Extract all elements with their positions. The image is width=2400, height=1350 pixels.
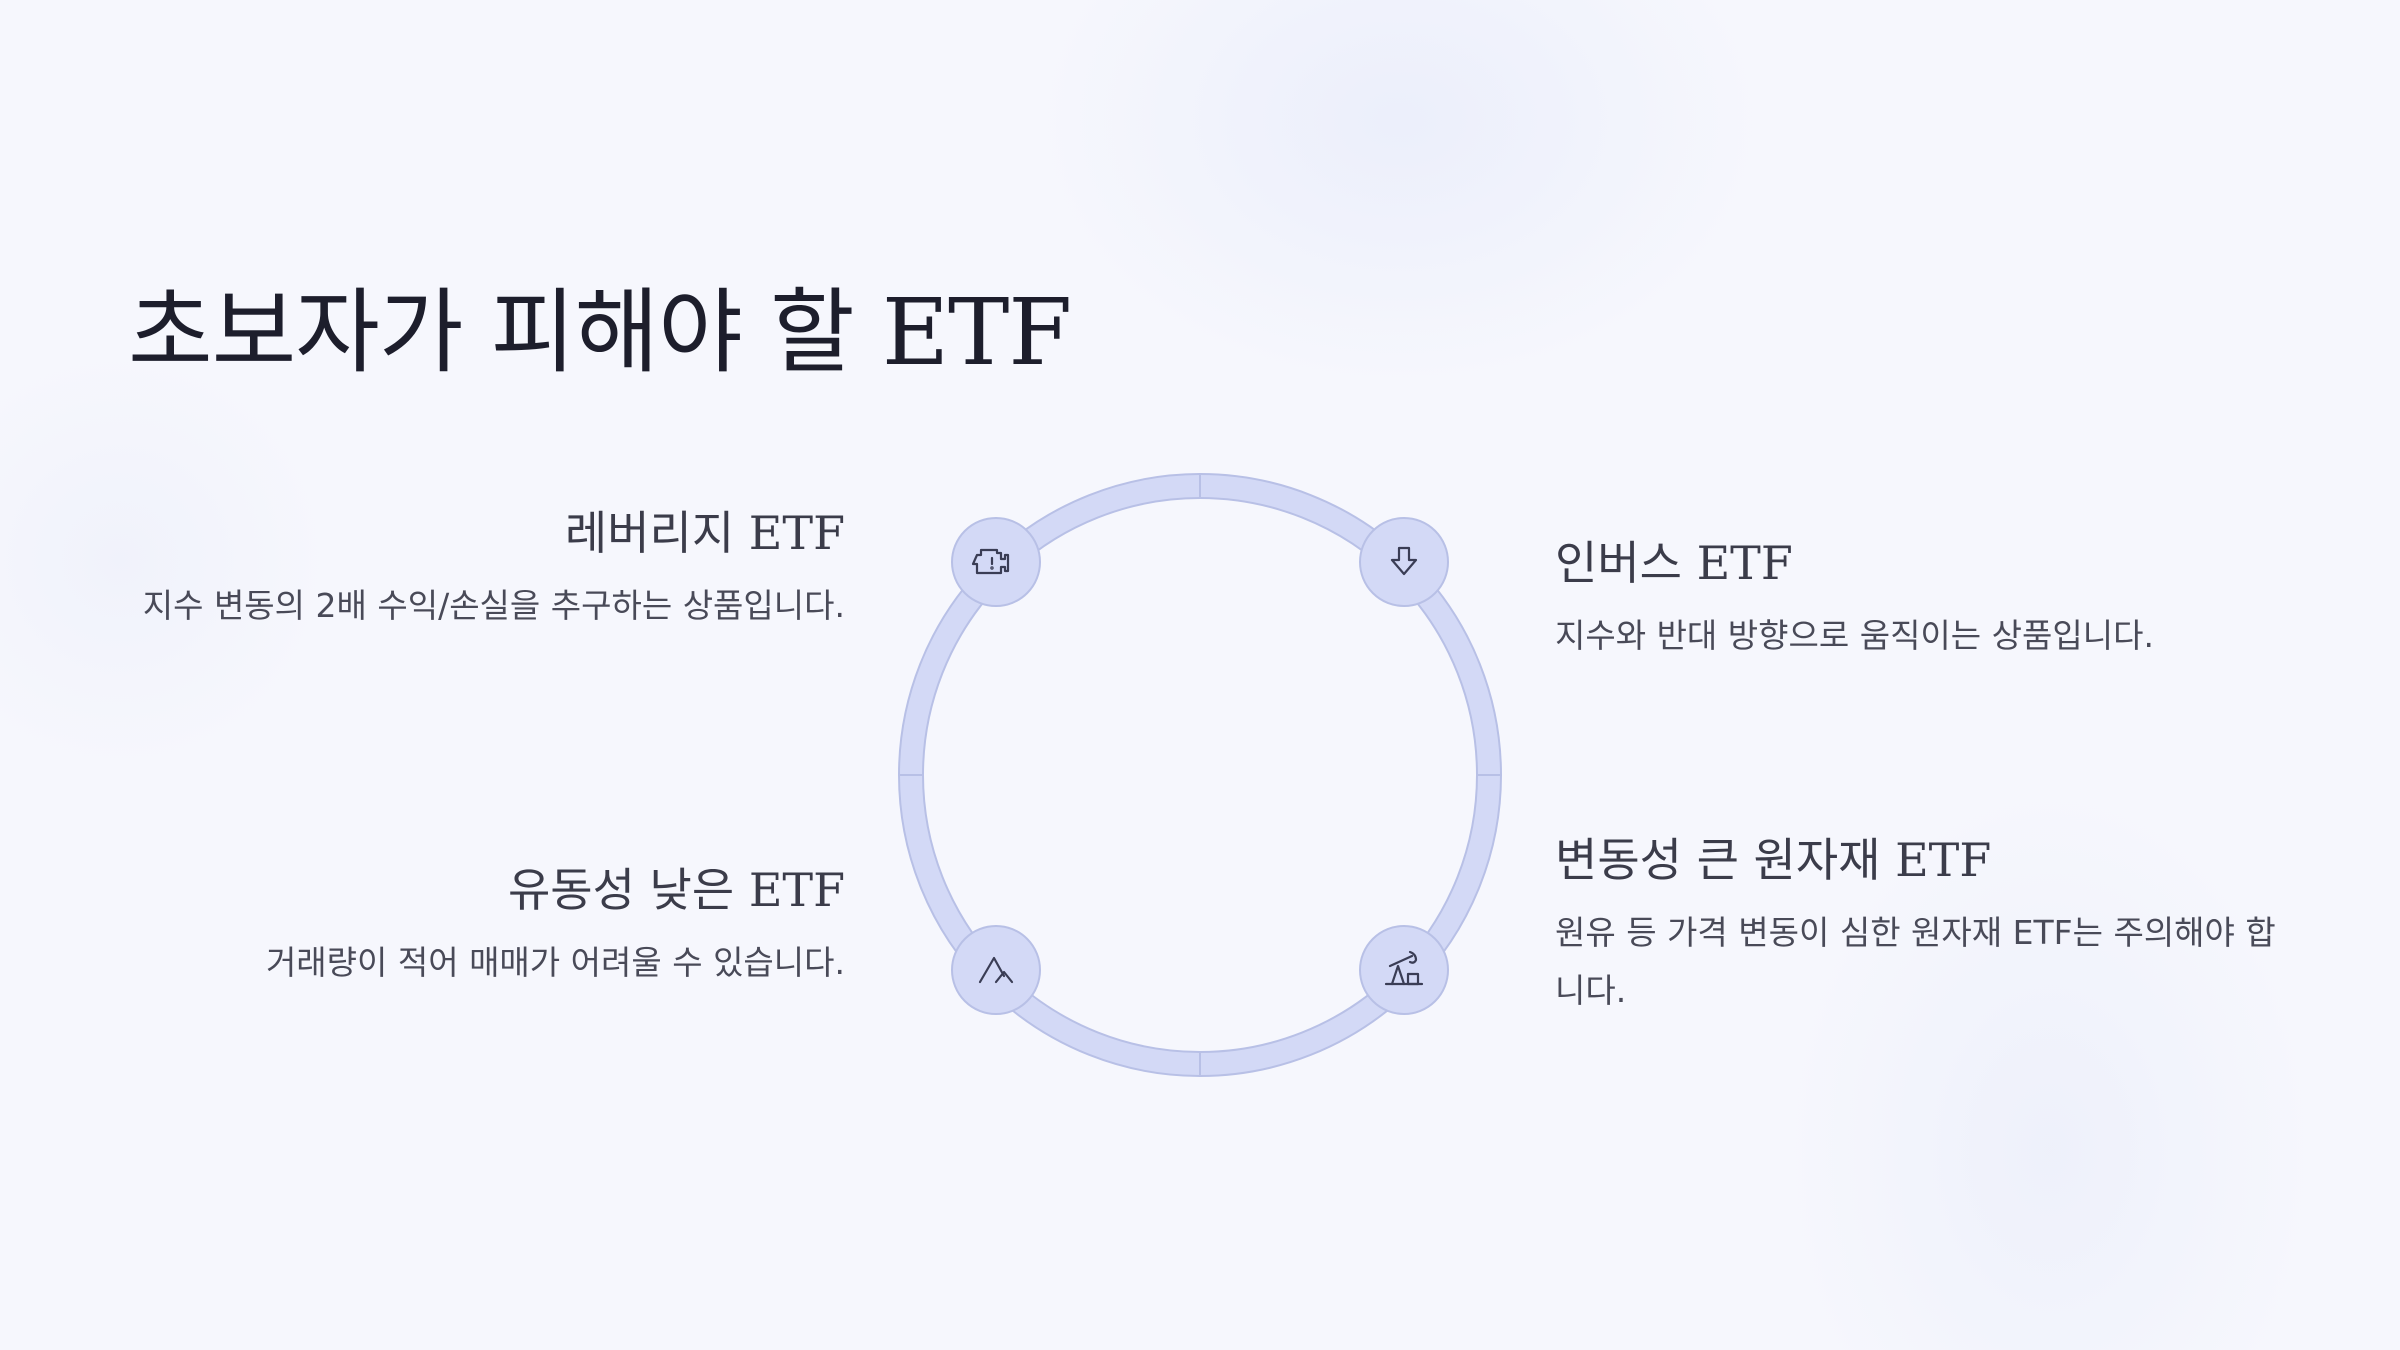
- arrow-down-icon: [1390, 546, 1418, 576]
- node-liquidity: [951, 925, 1041, 1015]
- page-title: 초보자가 피해야 할 ETF: [128, 279, 1072, 386]
- oil-pump-icon: [1384, 950, 1424, 986]
- item-description: 거래량이 적어 매매가 어려울 수 있습니다.: [265, 942, 845, 982]
- item-leverage-etf: 레버리지 ETF 지수 변동의 2배 수익/손실을 추구하는 상품입니다.: [125, 505, 845, 635]
- item-description: 원유 등 가격 변동이 심한 원자재 ETF는 주의해야 합니다.: [1555, 912, 2276, 1010]
- ring-dividers: [900, 475, 1500, 1075]
- item-low-liquidity-etf: 유동성 낮은 ETF 거래량이 적어 매매가 어려울 수 있습니다.: [125, 862, 845, 992]
- item-heading: 변동성 큰 원자재 ETF: [1555, 833, 1992, 887]
- item-description: 지수 변동의 2배 수익/손실을 추구하는 상품입니다.: [142, 585, 845, 625]
- item-inverse-etf: 인버스 ETF 지수와 반대 방향으로 움직이는 상품입니다.: [1555, 535, 2285, 665]
- item-heading: 인버스 ETF: [1555, 536, 1793, 590]
- node-inverse: [1359, 517, 1449, 607]
- cycle-ring-svg: [898, 473, 1502, 1077]
- item-description: 지수와 반대 방향으로 움직이는 상품입니다.: [1555, 615, 2154, 655]
- item-heading: 레버리지 ETF: [564, 506, 845, 560]
- node-commodity: [1359, 925, 1449, 1015]
- item-commodity-etf: 변동성 큰 원자재 ETF 원유 등 가격 변동이 심한 원자재 ETF는 주의…: [1555, 832, 2285, 1020]
- mountain-icon: [978, 956, 1014, 984]
- node-leverage: [951, 517, 1041, 607]
- item-heading: 유동성 낮은 ETF: [507, 863, 845, 917]
- engine-warning-icon: [971, 548, 1010, 575]
- cycle-diagram: [880, 455, 1520, 1095]
